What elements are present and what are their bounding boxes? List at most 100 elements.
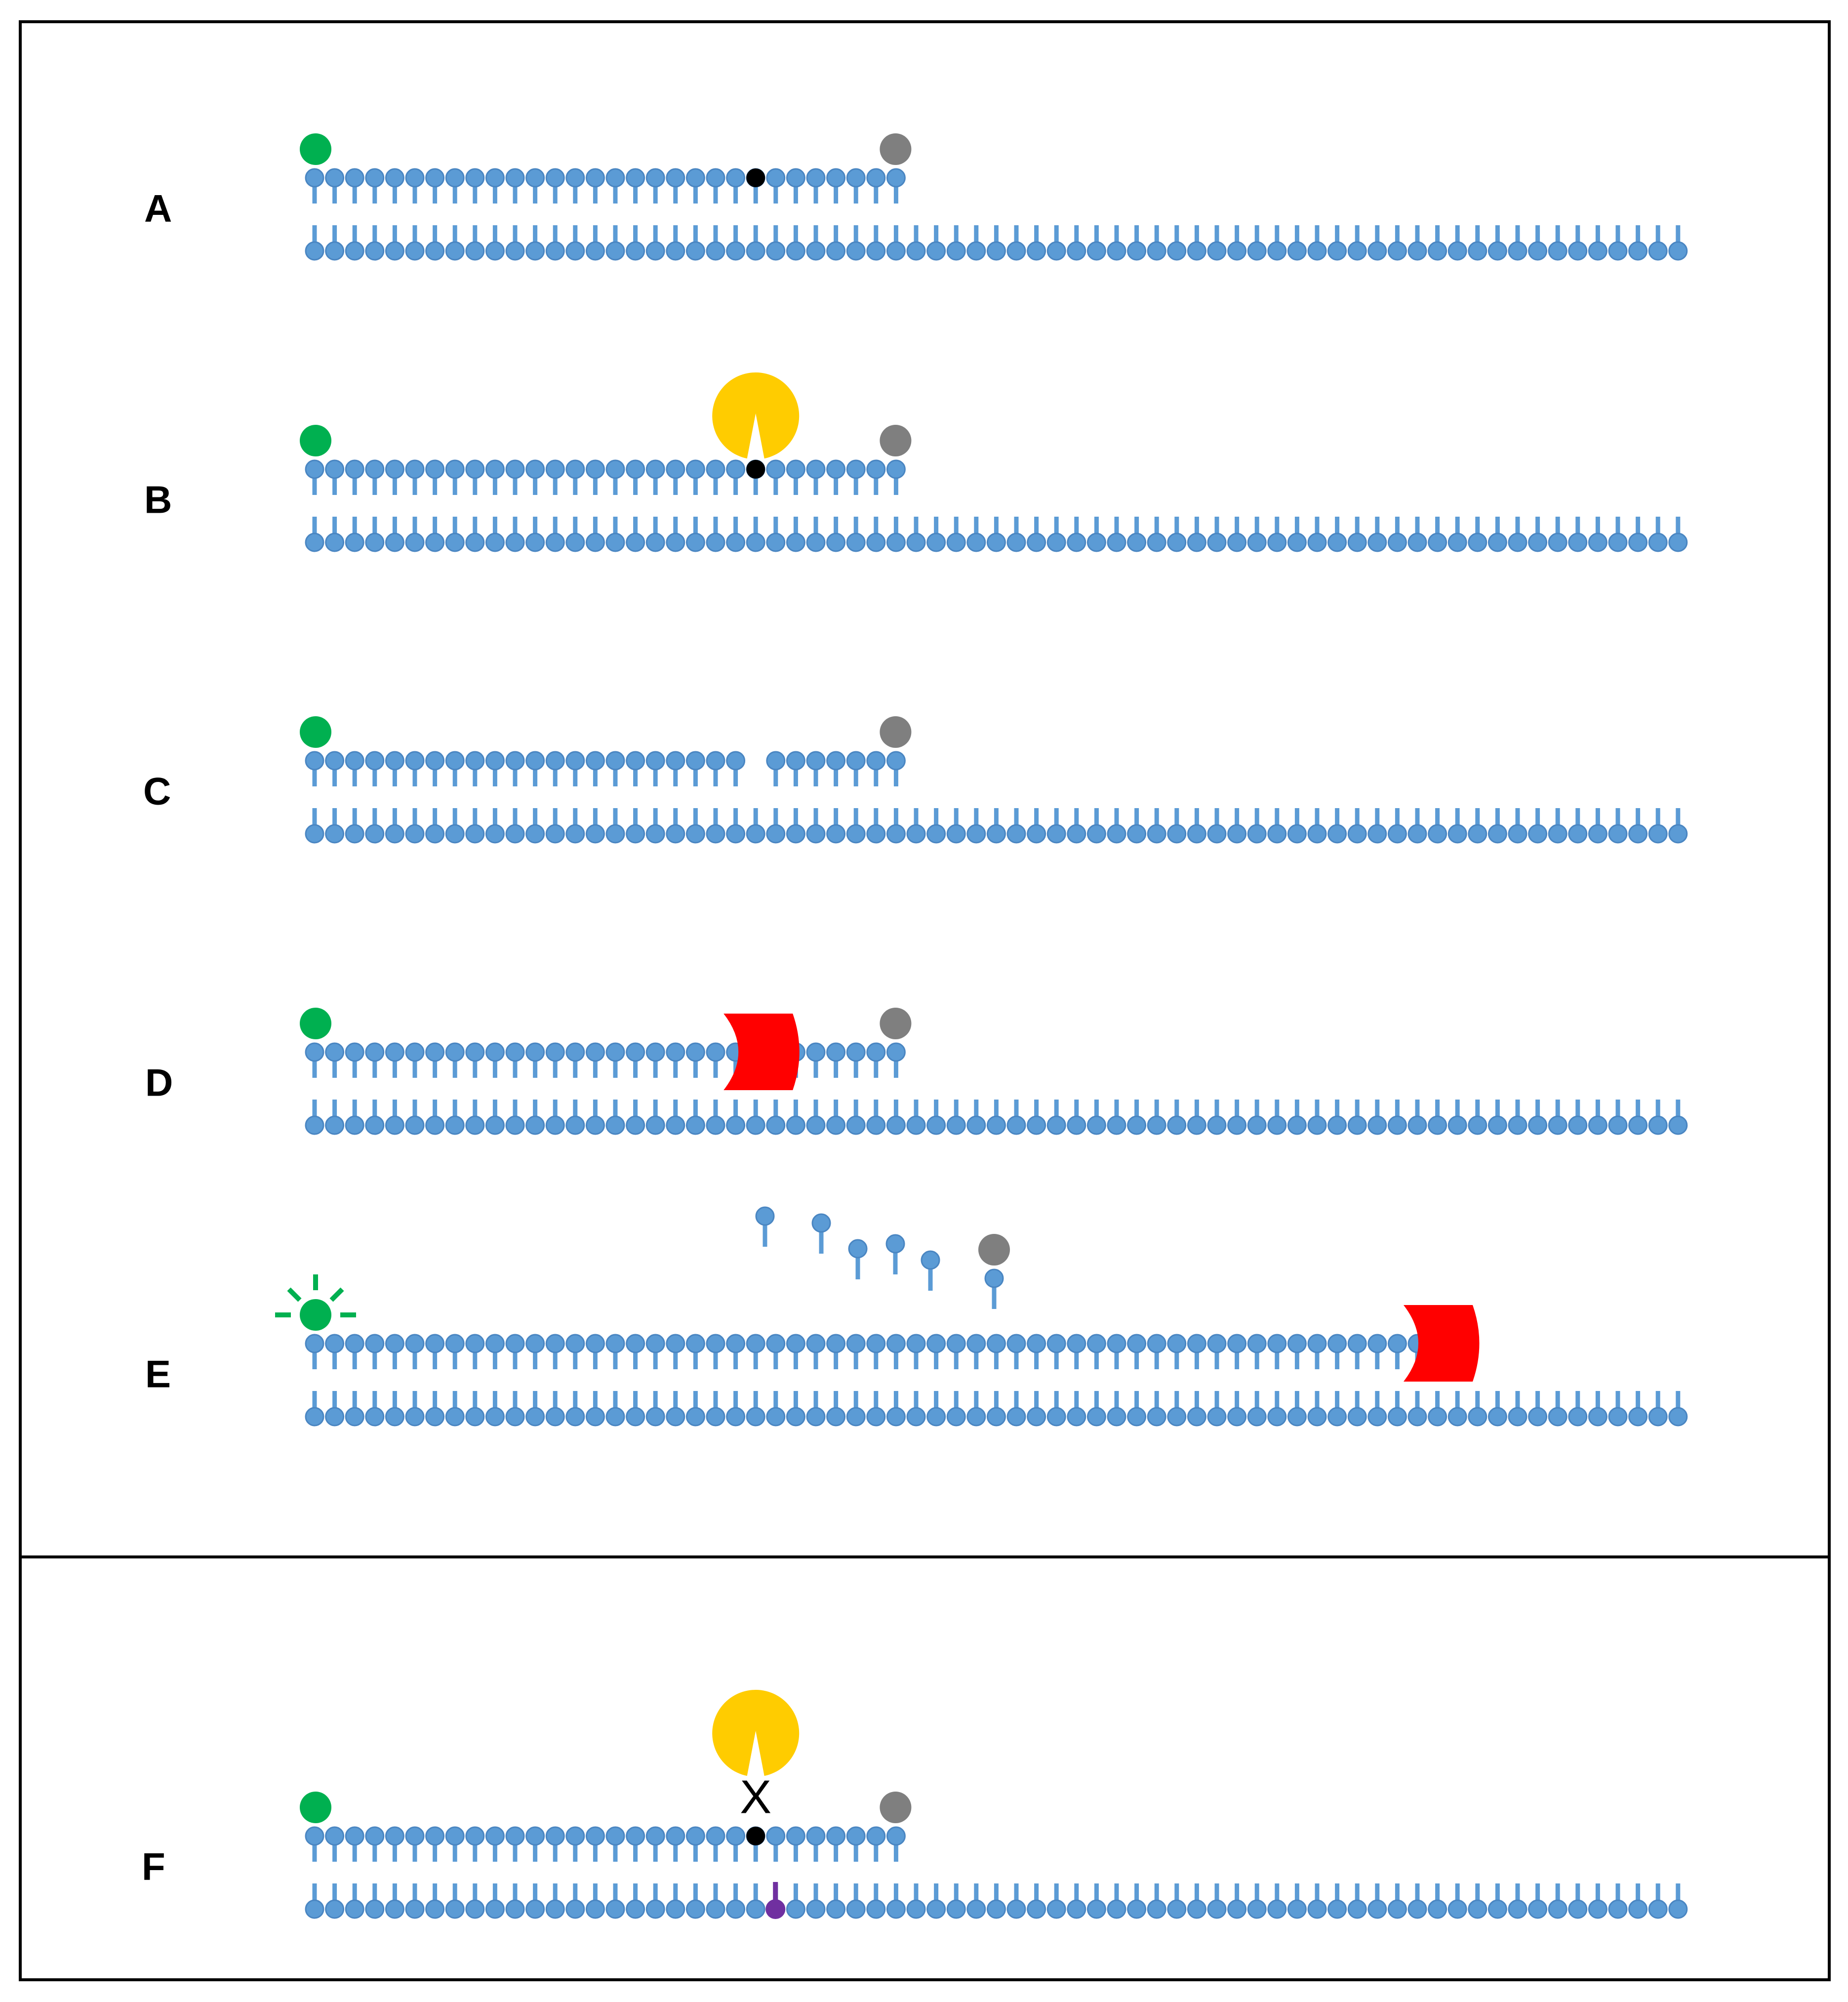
nucleotide-bead: [746, 824, 765, 844]
nucleotide-bead: [1347, 241, 1367, 261]
nucleotide-bead: [1528, 824, 1548, 844]
nucleotide-bead: [345, 1826, 364, 1846]
nucleotide-bead: [846, 241, 866, 261]
nucleotide-bead: [1568, 1115, 1588, 1135]
nucleotide-bead: [946, 1899, 966, 1919]
nucleotide-bead: [1107, 241, 1126, 261]
nucleotide-bead: [1668, 1899, 1688, 1919]
nucleotide-bead: [545, 751, 565, 771]
nucleotide-bead: [1407, 241, 1427, 261]
nucleotide-bead: [305, 824, 324, 844]
nucleotide-bead: [966, 1407, 986, 1427]
nucleotide-bead: [645, 1899, 665, 1919]
nucleotide-bead: [565, 751, 585, 771]
nucleotide-bead: [1247, 1899, 1267, 1919]
nucleotide-bead: [826, 1115, 846, 1135]
nucleotide-bead: [1006, 824, 1026, 844]
nucleotide-bead: [545, 1334, 565, 1353]
nucleotide-bead: [1307, 1334, 1327, 1353]
gray-sphere-icon: [880, 1792, 912, 1823]
nucleotide-bead: [325, 1042, 345, 1062]
nucleotide-bead: [1027, 1407, 1046, 1427]
nucleotide-bead: [385, 459, 404, 479]
probe-strand: [305, 751, 906, 786]
nucleotide-bead: [325, 1334, 345, 1353]
nucleotide-bead: [726, 1115, 746, 1135]
nucleotide-bead: [605, 532, 625, 552]
nucleotide-bead: [1387, 241, 1407, 261]
nucleotide-bead: [706, 1407, 725, 1427]
nucleotide-bead: [666, 824, 685, 844]
nucleotide-bead: [385, 751, 404, 771]
nucleotide-bead: [926, 1899, 946, 1919]
nucleotide-bead: [706, 1826, 725, 1846]
nucleotide-bead: [385, 1334, 404, 1353]
nucleotide-bead: [325, 241, 345, 261]
nucleotide-bead: [886, 1334, 906, 1353]
nucleotide-bead: [1588, 532, 1607, 552]
nucleotide-bead: [485, 751, 505, 771]
nucleotide-bead: [525, 1115, 545, 1135]
nucleotide-bead: [305, 1899, 324, 1919]
nucleotide-bead: [926, 824, 946, 844]
nucleotide-bead: [866, 1899, 886, 1919]
green-sphere-icon: [300, 1299, 331, 1331]
yellow-pacman-icon: [712, 1690, 800, 1776]
nucleotide-bead: [706, 1899, 725, 1919]
nucleotide-bead: [405, 1407, 425, 1427]
nucleotide-bead: [425, 241, 445, 261]
nucleotide-bead: [465, 459, 485, 479]
nucleotide-bead: [1307, 1407, 1327, 1427]
nucleotide-bead: [846, 532, 866, 552]
nucleotide-bead: [1447, 1115, 1467, 1135]
nucleotide-bead: [525, 1826, 545, 1846]
nucleotide-bead: [405, 1334, 425, 1353]
nucleotide-bead: [626, 1826, 645, 1846]
nucleotide-bead: [525, 168, 545, 188]
nucleotide-bead: [1107, 1115, 1126, 1135]
nucleotide-bead: [385, 168, 404, 188]
nucleotide-bead: [1127, 1334, 1147, 1353]
nucleotide-bead: [345, 1899, 364, 1919]
nucleotide-bead: [786, 1826, 805, 1846]
nucleotide-bead: [685, 168, 705, 188]
nucleotide-bead: [445, 1115, 465, 1135]
nucleotide-bead: [305, 1826, 324, 1846]
nucleotide-bead: [505, 1407, 525, 1427]
nucleotide-bead: [666, 1899, 685, 1919]
nucleotide-bead: [1347, 532, 1367, 552]
nucleotide-bead: [926, 1115, 946, 1135]
nucleotide-bead: [325, 1826, 345, 1846]
nucleotide-bead: [485, 168, 505, 188]
nucleotide-bead: [1147, 241, 1166, 261]
nucleotide-bead: [766, 1826, 786, 1846]
nucleotide-bead: [465, 1042, 485, 1062]
nucleotide-bead: [1487, 532, 1507, 552]
nucleotide-bead: [1568, 824, 1588, 844]
nucleotide-bead: [1267, 1334, 1287, 1353]
nucleotide-bead: [886, 751, 906, 771]
nucleotide-bead: [626, 1334, 645, 1353]
nucleotide-bead: [1307, 1899, 1327, 1919]
nucleotide-bead: [906, 532, 926, 552]
nucleotide-bead: [706, 241, 725, 261]
nucleotide-bead: [1387, 1115, 1407, 1135]
nucleotide-bead: [666, 1826, 685, 1846]
nucleotide-bead: [1247, 1407, 1267, 1427]
nucleotide-bead: [806, 168, 826, 188]
nucleotide-bead: [305, 1042, 324, 1062]
nucleotide-bead: [1267, 824, 1287, 844]
nucleotide-bead: [1247, 1334, 1267, 1353]
nucleotide-bead: [626, 1899, 645, 1919]
nucleotide-bead: [1428, 1899, 1447, 1919]
nucleotide-bead: [946, 824, 966, 844]
nucleotide-bead: [786, 1899, 805, 1919]
nucleotide-bead: [846, 751, 866, 771]
light-burst-icon: [329, 1287, 344, 1302]
nucleotide-bead: [645, 1407, 665, 1427]
nucleotide-bead: [445, 1042, 465, 1062]
nucleotide-bead: [1508, 824, 1527, 844]
nucleotide-bead: [1508, 1899, 1527, 1919]
nucleotide-bead: [1067, 241, 1086, 261]
nucleotide-bead: [545, 1899, 565, 1919]
